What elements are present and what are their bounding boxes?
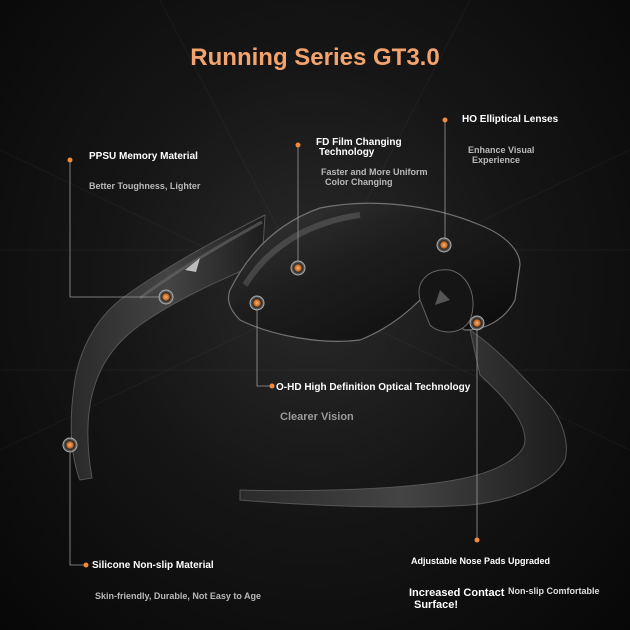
ppsu-desc: Better Toughness, Lighter — [89, 181, 201, 191]
film-label-line2: Technology — [319, 147, 375, 158]
ppsu-label: PPSU Memory Material — [89, 151, 198, 162]
film-desc-line1: Faster and More Uniform — [321, 167, 428, 177]
optical-label: O-HD High Definition Optical Technology — [276, 382, 471, 393]
nose-desc-line1: Increased Contact — [409, 587, 505, 599]
lenses-desc-line2: Experience — [472, 155, 521, 165]
film-desc-line2: Color Changing — [325, 177, 393, 187]
lenses-desc-line1: Enhance Visual — [468, 145, 535, 155]
optical-desc: Clearer Vision — [280, 411, 354, 423]
nose-desc-extra: Non-slip Comfortable — [508, 586, 600, 596]
film-label-line1: FD Film Changing — [316, 137, 402, 148]
left-temple-arm — [70, 214, 266, 481]
right-temple-arm — [239, 328, 567, 508]
callout-markers — [62, 237, 485, 453]
leader-lines — [69, 120, 478, 566]
silicone-label: Silicone Non-slip Material — [92, 560, 214, 571]
lenses-label: HO Elliptical Lenses — [462, 114, 559, 125]
nose-desc-line2: Surface! — [414, 599, 459, 611]
page-title: Running Series GT3.0 — [190, 44, 440, 71]
leader-endpoints — [67, 117, 480, 568]
silicone-desc: Skin-friendly, Durable, Not Easy to Age — [95, 591, 262, 601]
nose-label: Adjustable Nose Pads Upgraded — [411, 556, 551, 566]
